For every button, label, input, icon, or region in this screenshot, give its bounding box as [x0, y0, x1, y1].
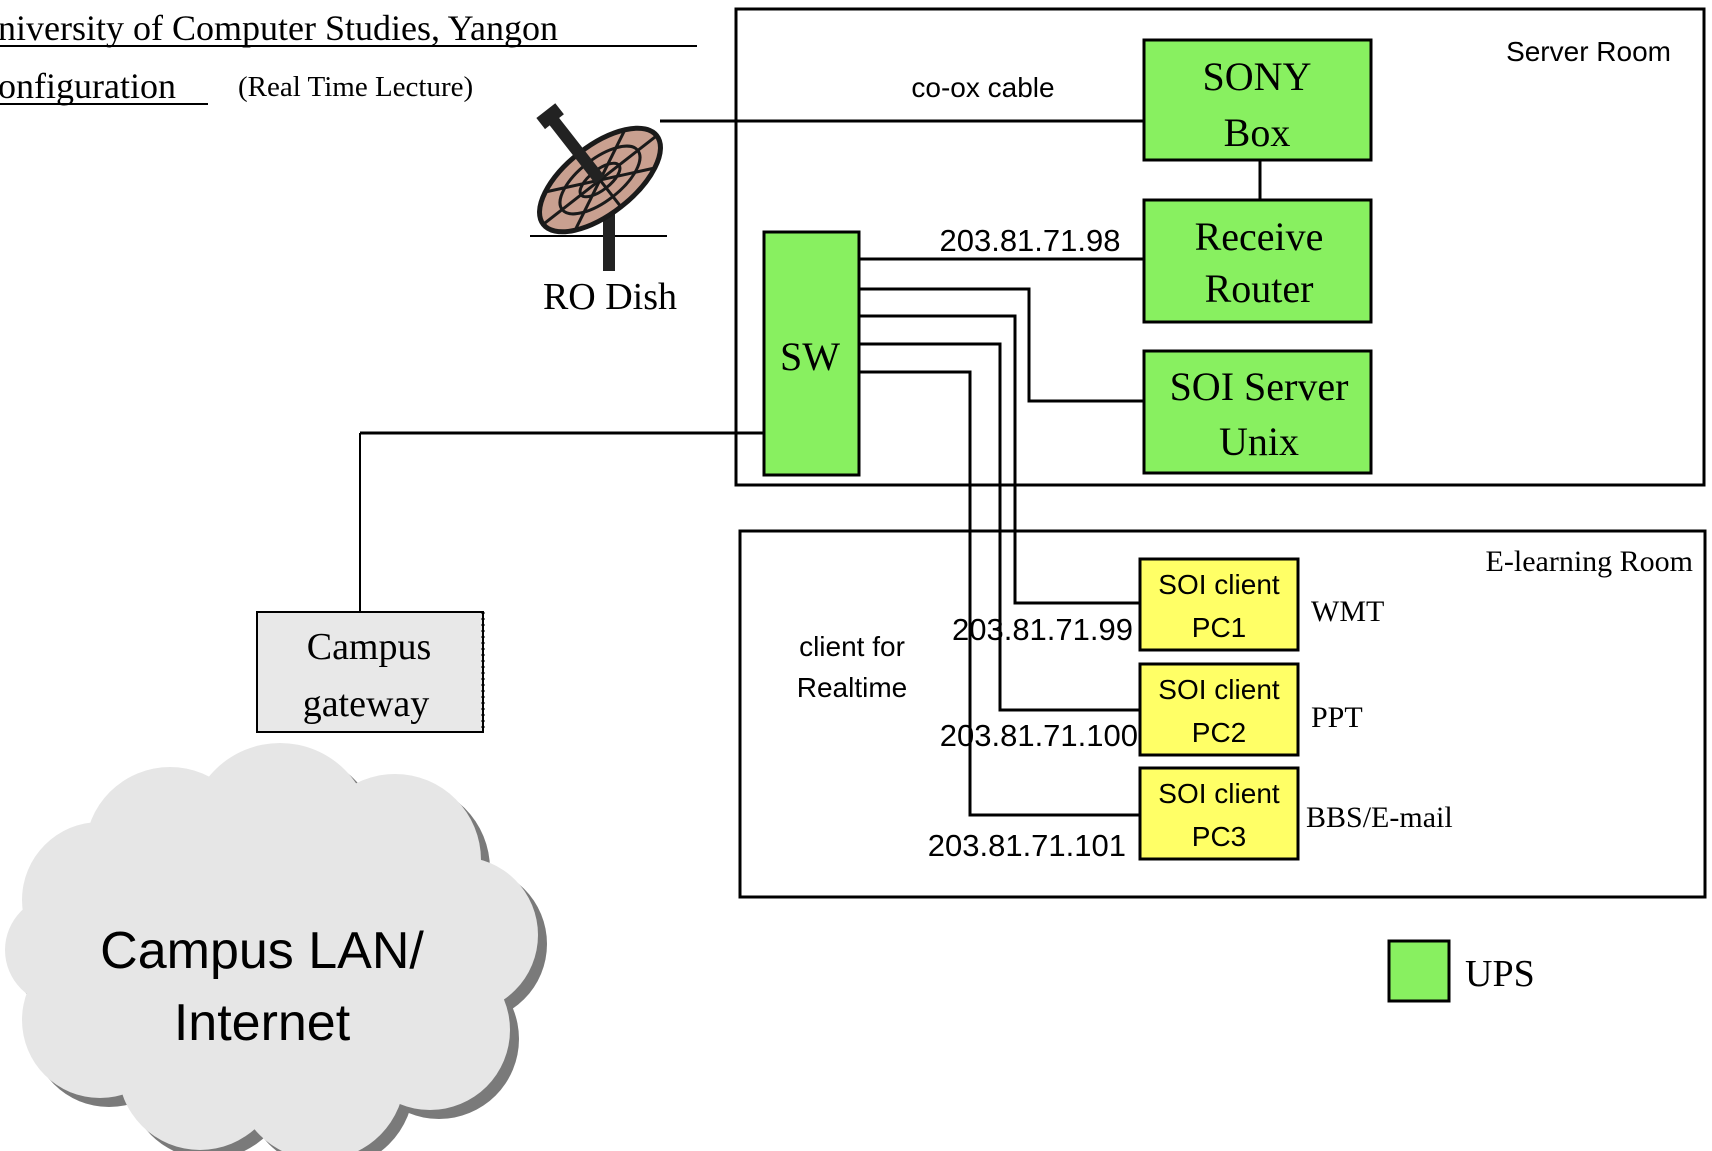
switch-label: SW — [780, 334, 840, 379]
sw-pc1-link — [860, 314, 1140, 605]
page-title-line2: onfiguration — [0, 66, 176, 106]
sw-pc3-link — [860, 370, 1140, 817]
coax-label: co-ox cable — [911, 72, 1054, 103]
pc2-label-2: PC2 — [1192, 717, 1246, 748]
pc2-label-1: SOI client — [1158, 674, 1280, 705]
switch-box — [762, 230, 861, 477]
pc2-ip-label: 203.81.71.100 — [940, 718, 1138, 753]
cable-lines — [359, 119, 1262, 817]
page-title-line1: niversity of Computer Studies, Yangon — [0, 8, 558, 48]
satellite-dish-icon — [530, 103, 667, 271]
pc1-label-1: SOI client — [1158, 569, 1280, 600]
sony-box-label-2: Box — [1224, 110, 1291, 155]
cloud-label-2: Internet — [174, 994, 351, 1052]
dish-label: RO Dish — [543, 276, 677, 318]
client-note-line1: client for — [799, 631, 905, 662]
elearning-room-box — [738, 529, 1707, 899]
pc1-role-label: WMT — [1311, 595, 1384, 628]
server-room-label: Server Room — [1506, 36, 1671, 67]
server-room-box — [734, 7, 1706, 487]
pc3-role-label: BBS/E-mail — [1306, 801, 1453, 834]
soi-server-label-2: Unix — [1219, 419, 1299, 464]
legend-ups-swatch — [1387, 939, 1451, 1003]
gateway-label-2: gateway — [303, 683, 430, 725]
soi-client-pc1-box — [1138, 557, 1300, 652]
cloud-icon — [5, 743, 547, 1151]
sony-box — [1142, 38, 1373, 162]
cloud-label-1: Campus LAN/ — [100, 922, 424, 980]
pc1-label-2: PC1 — [1192, 612, 1246, 643]
sony-box-label-1: SONY — [1203, 54, 1312, 99]
pc3-ip-label: 203.81.71.101 — [928, 828, 1126, 863]
title-note: (Real Time Lecture) — [238, 71, 473, 103]
sw-pc2-link — [860, 342, 1140, 712]
gateway-label-1: Campus — [307, 626, 432, 668]
receive-router-box — [1142, 198, 1373, 324]
soi-client-pc3-box — [1138, 766, 1300, 861]
soi-server-label-1: SOI Server — [1170, 364, 1349, 409]
pc2-role-label: PPT — [1311, 701, 1363, 734]
receive-router-label-2: Router — [1205, 266, 1314, 311]
campus-gateway-box — [256, 611, 484, 733]
soi-server-box — [1142, 349, 1373, 475]
receive-router-label-1: Receive — [1195, 214, 1324, 259]
sw-server-link — [860, 287, 1144, 403]
pc3-label-1: SOI client — [1158, 778, 1280, 809]
soi-client-pc2-box — [1138, 662, 1300, 757]
pc1-ip-label: 203.81.71.99 — [952, 612, 1133, 647]
router-ip-label: 203.81.71.98 — [939, 223, 1120, 258]
pc3-label-2: PC3 — [1192, 821, 1246, 852]
legend-ups-label: UPS — [1465, 953, 1535, 995]
client-note-line2: Realtime — [797, 672, 907, 703]
elearning-room-label: E-learning Room — [1486, 545, 1693, 578]
